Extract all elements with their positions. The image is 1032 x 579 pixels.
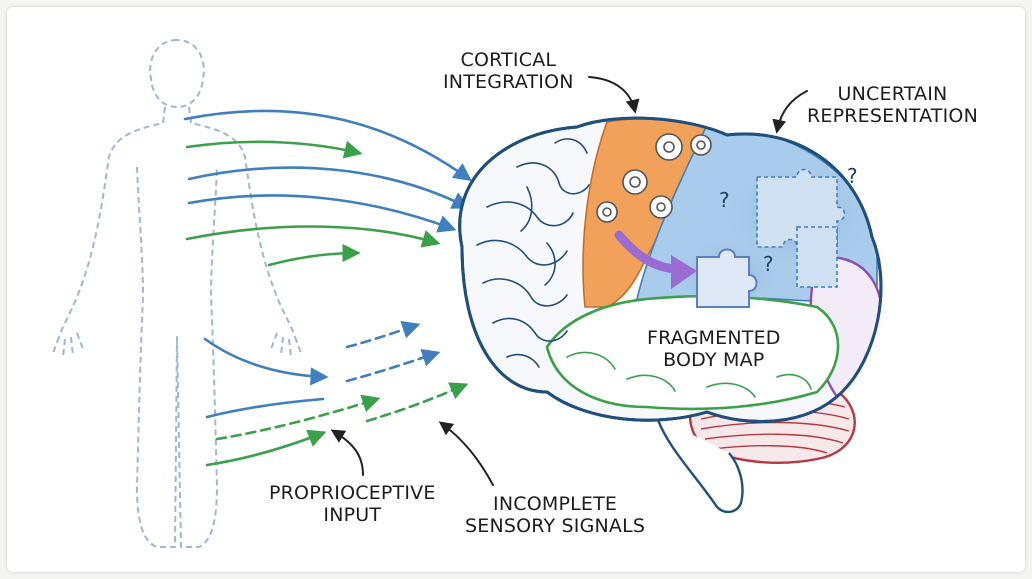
svg-text:?: ? [763,252,774,276]
blue-signal-arrow [207,399,323,417]
blue-signal-arrow [189,168,467,207]
puzzle-piece-icon [697,250,757,308]
callout-arrow [589,77,635,111]
blue-signal-arrow [189,195,453,229]
cortical-integration-label: CORTICAL INTEGRATION [443,49,574,93]
diagram-canvas: ? ? ? CORTICAL INTEGRATION UNCERTAIN REP… [7,7,1025,572]
human-silhouette-icon [53,40,301,547]
green-signal-arrow [187,142,359,153]
green-signal-arrow [187,227,437,243]
callout-arrow [777,91,807,131]
uncertain-representation-label: UNCERTAIN REPRESENTATION [807,83,978,127]
dashed-green-signal-arrow [367,385,465,421]
incomplete-sensory-signals-label: INCOMPLETE SENSORY SIGNALS [465,493,645,537]
green-signal-arrow [269,253,357,265]
dashed-blue-signal-arrow [347,325,417,347]
proprioceptive-input-label: PROPRIOCEPTIVE INPUT [269,482,436,526]
svg-text:?: ? [847,164,858,188]
fragmented-body-map-label: FRAGMENTED BODY MAP [647,327,781,371]
signal-arrows [185,111,469,465]
callout-arrow [441,423,493,485]
dashed-green-signal-arrow [217,399,377,439]
brain-icon: ? ? ? [460,118,883,512]
callout-arrow [333,431,363,475]
dashed-blue-signal-arrow [347,353,437,381]
blue-signal-arrow [205,339,325,377]
svg-text:?: ? [719,188,730,212]
